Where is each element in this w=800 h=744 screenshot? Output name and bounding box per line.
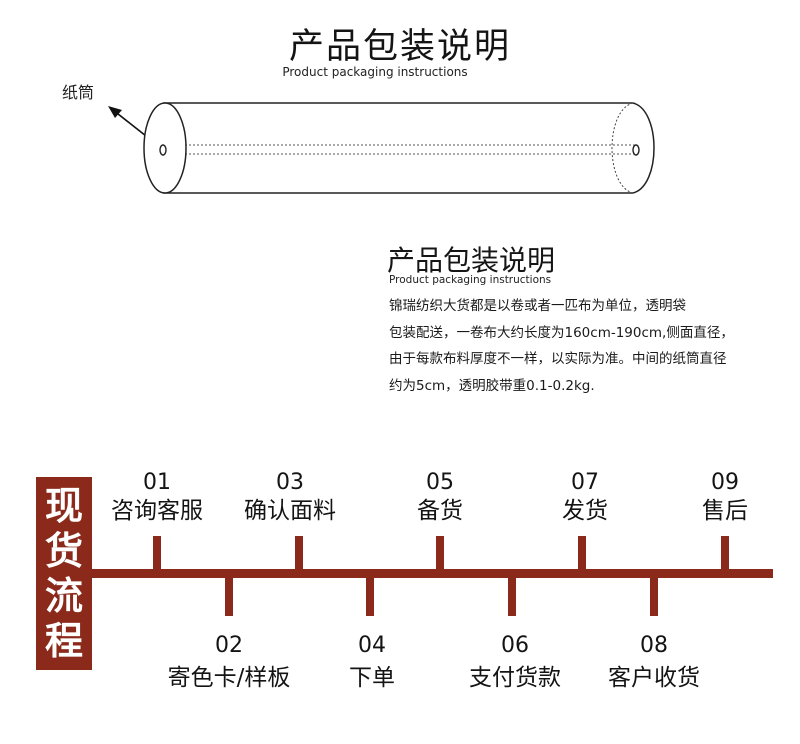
step-number: 05 <box>426 470 454 495</box>
step-number: 04 <box>358 633 386 658</box>
step-tick-04 <box>366 576 374 616</box>
page-subtitle: Product packaging instructions <box>282 65 468 79</box>
step-number: 02 <box>215 633 243 658</box>
step-label: 发货 <box>562 498 608 524</box>
step-05: 05 备货 <box>360 470 520 526</box>
step-09: 09 售后 <box>645 470 800 526</box>
step-number: 07 <box>571 470 599 495</box>
description-text: 锦瑞纺织大货都是以卷或者一匹布为单位，透明袋 包装配送，一卷布大约长度为160c… <box>389 293 794 399</box>
description-line: 约为5cm，透明胶带重0.1-0.2kg. <box>389 377 595 394</box>
step-tick-05 <box>436 536 444 571</box>
step-04: 04 下单 <box>292 633 452 693</box>
step-label: 客户收货 <box>608 665 700 691</box>
paper-tube-illustration <box>108 102 655 194</box>
process-badge <box>36 477 92 670</box>
badge-char: 货 <box>44 529 83 573</box>
process-badge-text: 现 货 流 程 <box>36 484 92 664</box>
step-label: 备货 <box>417 498 463 524</box>
step-tick-06 <box>508 576 516 616</box>
step-01: 01 咨询客服 <box>77 470 237 526</box>
step-number: 03 <box>276 470 304 495</box>
description-subtitle: Product packaging instructions <box>389 274 552 286</box>
step-label: 售后 <box>702 498 748 524</box>
step-tick-09 <box>721 536 729 571</box>
step-number: 08 <box>640 633 668 658</box>
step-label: 确认面料 <box>244 498 336 524</box>
badge-char: 程 <box>44 619 83 663</box>
description-line: 由于每款布料厚度不一样，以实际为准。中间的纸筒直径 <box>389 351 727 367</box>
badge-char: 现 <box>44 484 83 528</box>
description-title: 产品包装说明 <box>387 244 556 277</box>
step-label: 支付货款 <box>469 665 561 691</box>
description-line: 锦瑞纺织大货都是以卷或者一匹布为单位，透明袋 <box>389 298 686 314</box>
badge-char: 流 <box>44 574 83 618</box>
tube-right-hole <box>632 144 640 156</box>
step-label: 寄色卡/样板 <box>167 665 291 691</box>
step-number: 09 <box>711 470 739 495</box>
step-tick-08 <box>650 576 658 616</box>
step-label: 下单 <box>349 665 395 691</box>
step-number: 01 <box>143 470 171 495</box>
pointer-arrowhead <box>108 106 122 118</box>
tube-right-end <box>632 102 655 194</box>
step-tick-07 <box>578 536 586 571</box>
step-02: 02 寄色卡/样板 <box>149 633 309 693</box>
description-line: 包装配送，一卷布大约长度为160cm-190cm,侧面直径， <box>389 324 734 341</box>
step-03: 03 确认面料 <box>210 470 370 526</box>
step-tick-02 <box>225 576 233 616</box>
step-label: 咨询客服 <box>111 498 203 524</box>
step-07: 07 发货 <box>505 470 665 526</box>
timeline-line <box>90 569 773 578</box>
step-number: 06 <box>501 633 529 658</box>
step-tick-03 <box>295 536 303 571</box>
tube-label: 纸筒 <box>62 83 95 102</box>
step-06: 06 支付货款 <box>435 633 595 693</box>
step-tick-01 <box>153 536 161 571</box>
step-08: 08 客户收货 <box>574 633 734 693</box>
page-title: 产品包装说明 <box>288 27 511 67</box>
tube-right-end-hidden-edge <box>611 102 634 194</box>
tube-left-hole <box>159 144 167 156</box>
